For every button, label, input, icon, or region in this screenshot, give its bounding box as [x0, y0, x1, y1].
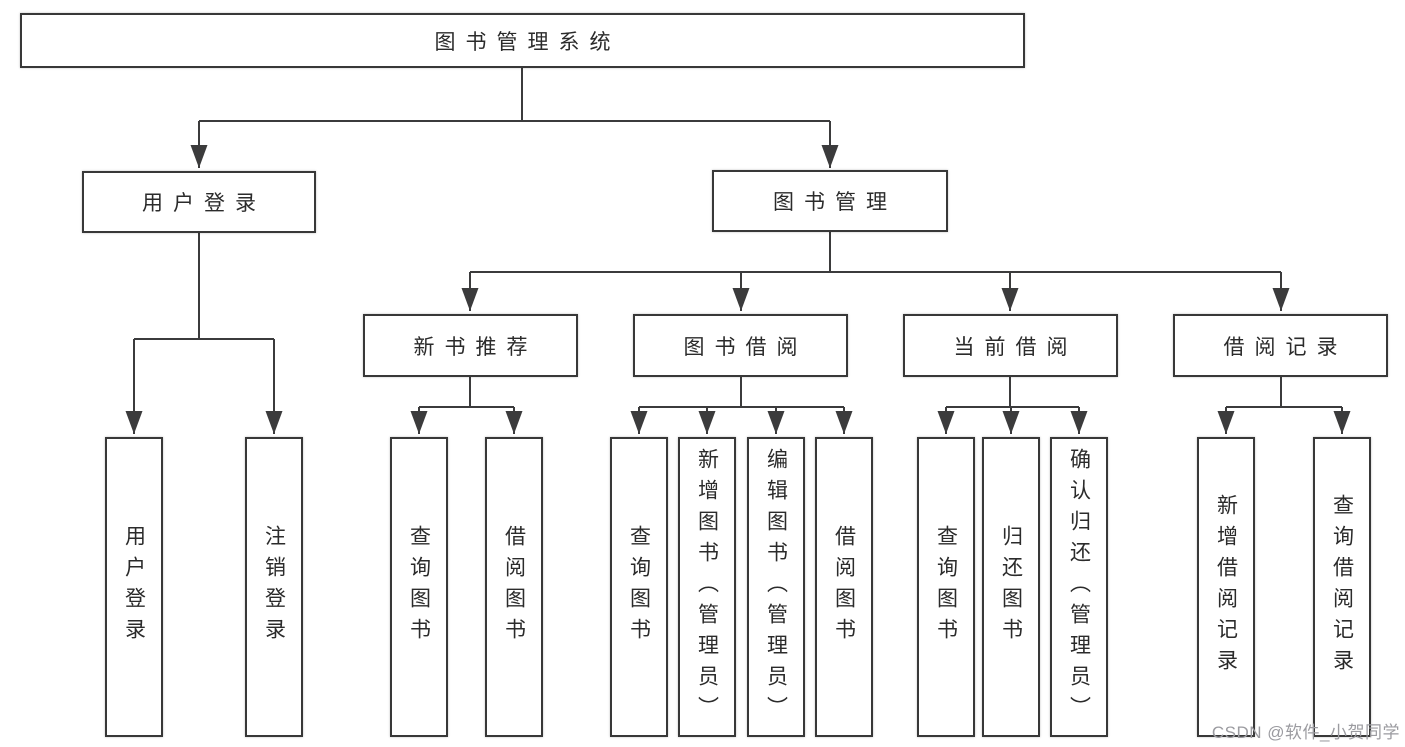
leaf-add-books-admin: 新增图书（管理员）	[678, 437, 736, 737]
leaf-label: 新增借阅记录	[1214, 494, 1238, 680]
leaf-label: 查询借阅记录	[1330, 494, 1354, 680]
node-label: 新书推荐	[413, 335, 538, 359]
node-label: 借阅记录	[1223, 335, 1348, 359]
leaf-label: 归还图书	[999, 525, 1023, 649]
leaf-borrow-books: 借阅图书	[815, 437, 873, 737]
node-label: 当前借阅	[953, 335, 1078, 359]
leaf-label: 用户登录	[122, 525, 146, 649]
node-current-borrowing: 当前借阅	[903, 314, 1118, 377]
leaf-edit-books-admin: 编辑图书（管理员）	[747, 437, 805, 737]
node-label: 图书借阅	[683, 335, 808, 359]
leaf-label: 新增图书（管理员）	[695, 447, 719, 727]
leaf-label: 查询图书	[934, 525, 958, 649]
leaf-label: 确认归还（管理员）	[1067, 447, 1091, 727]
node-label: 用户登录	[142, 192, 266, 215]
node-label: 图书管理	[773, 191, 897, 214]
leaf-borrow-books-recommend: 借阅图书	[485, 437, 543, 737]
node-borrowing-records: 借阅记录	[1173, 314, 1388, 377]
leaf-label: 借阅图书	[832, 525, 856, 649]
leaf-logout: 注销登录	[245, 437, 303, 737]
leaf-query-books-recommend: 查询图书	[390, 437, 448, 737]
leaf-query-books-borrow: 查询图书	[610, 437, 668, 737]
node-root-library-system: 图书管理系统	[20, 13, 1025, 68]
leaf-label: 查询图书	[627, 525, 651, 649]
node-book-management: 图书管理	[712, 170, 948, 232]
csdn-watermark: CSDN @软件_小贺同学	[1211, 723, 1400, 742]
leaf-query-borrow-record: 查询借阅记录	[1313, 437, 1371, 737]
node-label: 图书管理系统	[434, 30, 621, 54]
leaf-confirm-return-admin: 确认归还（管理员）	[1050, 437, 1108, 737]
leaf-add-borrow-record: 新增借阅记录	[1197, 437, 1255, 737]
leaf-user-login: 用户登录	[105, 437, 163, 737]
node-user-login: 用户登录	[82, 171, 316, 233]
leaf-label: 借阅图书	[502, 525, 526, 649]
node-book-borrowing: 图书借阅	[633, 314, 848, 377]
leaf-label: 查询图书	[407, 525, 431, 649]
leaf-query-books-current: 查询图书	[917, 437, 975, 737]
leaf-label: 编辑图书（管理员）	[764, 447, 788, 727]
node-new-book-recommend: 新书推荐	[363, 314, 578, 377]
leaf-label: 注销登录	[262, 525, 286, 649]
leaf-return-books: 归还图书	[982, 437, 1040, 737]
